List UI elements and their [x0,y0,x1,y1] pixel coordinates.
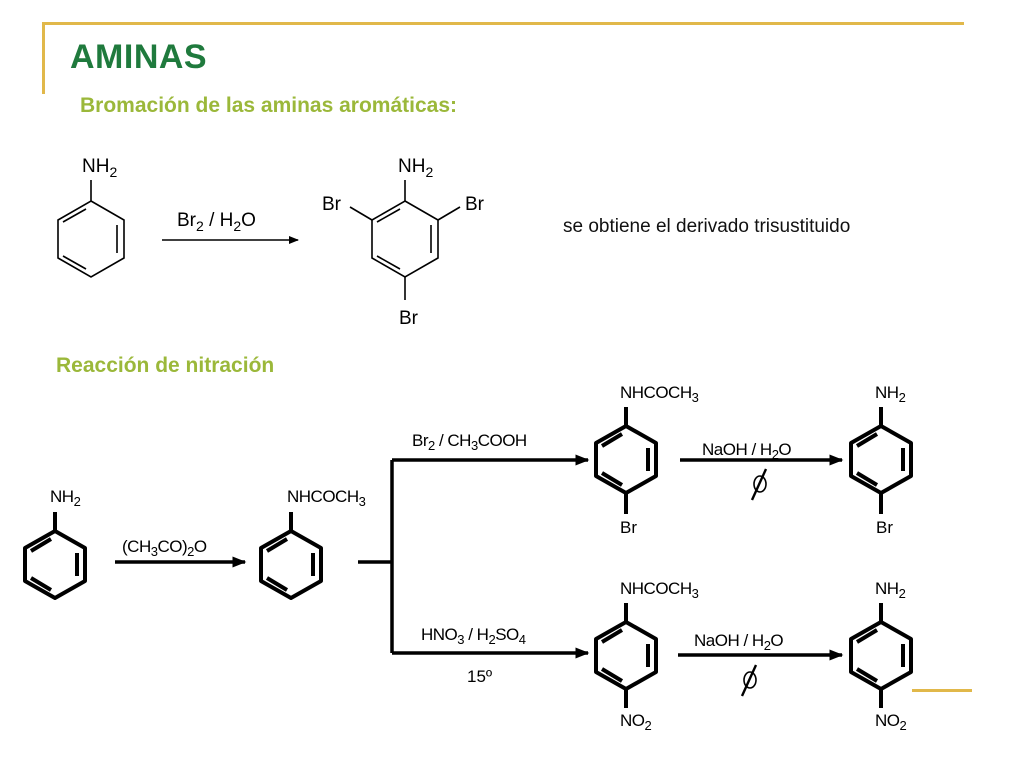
bromination-acetic-reagent: Br2 / CH3COOH [412,431,527,453]
nitration-aniline-ring [23,512,87,600]
upper-hydrolysis-reagent: NaOH / H2O [702,440,791,462]
lower-heat-symbol [740,664,758,697]
top-accent-line [42,22,964,25]
nitroacetanilide-nitro-label: NO2 [620,711,652,733]
branch-connector [358,460,394,653]
bromination-subtitle: Bromación de las aminas aromáticas: [80,94,457,117]
left-accent-line [42,22,45,94]
aniline-amino-label: NH2 [82,156,117,180]
tribromoaniline-amino-label: NH2 [398,156,433,180]
aniline-ring [57,180,125,278]
sulfonitric-reagent: HNO3 / H2SO4 [421,625,526,647]
bromoaniline-amino-label: NH2 [875,383,906,405]
acetanilide-acetamido-label: NHCOCH3 [287,487,366,509]
tribromoaniline-ring [349,180,461,300]
nitration-temperature-label: 15º [467,667,492,686]
nitration-subtitle: Reacción de nitración [56,354,275,377]
bromine-right-label: Br [465,194,485,215]
bromoaniline-ring [849,407,913,514]
bromoacetanilide-ring [594,407,658,514]
bottom-right-accent-line [912,689,972,692]
nitration-aniline-amino-label: NH2 [50,487,81,509]
nitroaniline-ring [849,603,913,708]
bromoacetanilide-acetamido-label: NHCOCH3 [620,383,699,405]
bromine-left-label: Br [322,194,342,215]
slide-title: AMINAS [70,38,208,76]
bromine-para-label: Br [399,308,419,329]
upper-heat-symbol [750,468,768,501]
acetylation-reagent: (CH3CO)2O [122,537,207,559]
lower-hydrolysis-reagent: NaOH / H2O [694,631,783,653]
nitroacetanilide-acetamido-label: NHCOCH3 [620,579,699,601]
acetanilide-ring [259,512,323,600]
bromination-reagent: Br2 / H2O [177,210,256,234]
bromoacetanilide-bromine-label: Br [620,518,637,537]
nitroaniline-nitro-label: NO2 [875,711,907,733]
nitroaniline-amino-label: NH2 [875,579,906,601]
nitroacetanilide-ring [594,603,658,708]
bromoaniline-bromine-label: Br [876,518,893,537]
trisubstituted-note: se obtiene el derivado trisustituido [563,216,851,237]
